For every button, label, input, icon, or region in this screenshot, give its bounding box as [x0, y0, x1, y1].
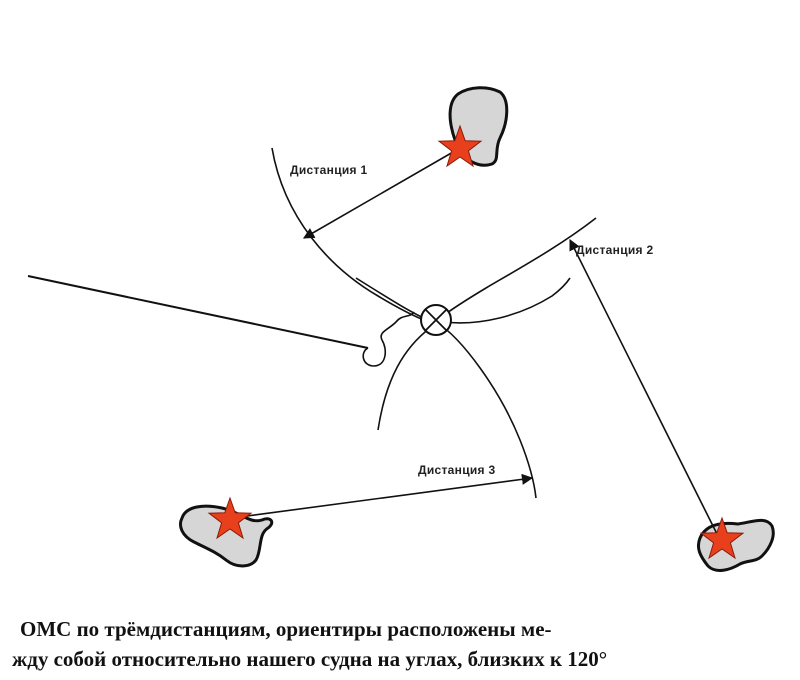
island-bottom-right	[696, 518, 775, 572]
caption-line-2: жду собой относительно нашего судна на у…	[12, 647, 608, 671]
arc-distance-3-right	[443, 277, 571, 324]
arrow-distance-3	[231, 473, 534, 519]
arrow-distance-1	[303, 147, 461, 239]
red-star-icon	[207, 496, 253, 540]
caption-line-1: ОМС по трёмдистанциям, ориентиры располо…	[20, 617, 552, 641]
red-star-icon	[437, 124, 483, 168]
ship-track-hook	[362, 311, 415, 367]
label-distance-2: Дистанция 2	[576, 243, 653, 257]
arc-distance-2-lower	[377, 327, 431, 431]
ship-track	[27, 275, 369, 349]
three-distance-fix-diagram: Дистанция 1 Дистанция 2 Дистанция 3	[27, 86, 775, 572]
caption: ОМС по трёмдистанциям, ориентиры располо…	[12, 614, 796, 674]
arc-distance-2	[439, 217, 597, 319]
label-distance-1: Дистанция 1	[290, 163, 367, 177]
arrow-distance-2	[569, 238, 719, 537]
arc-distance-1	[271, 147, 425, 321]
circled-cross-icon	[420, 304, 452, 336]
arc-distance-3	[355, 277, 429, 321]
label-distance-3: Дистанция 3	[418, 463, 495, 477]
red-star-icon	[699, 516, 745, 560]
